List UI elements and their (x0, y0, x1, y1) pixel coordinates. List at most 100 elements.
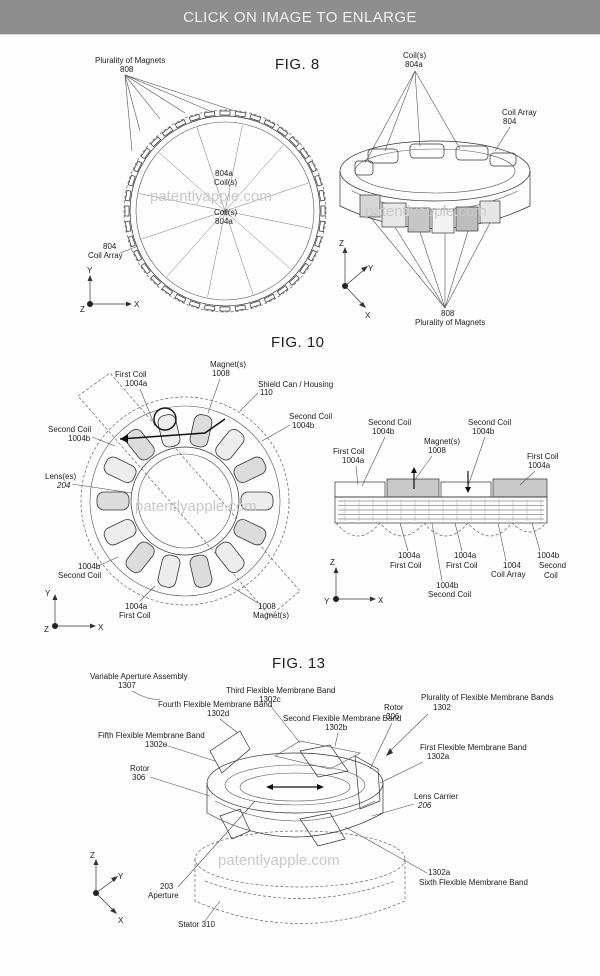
fig-10-shield-ref: 110 (260, 388, 273, 397)
magnet-segment (249, 300, 262, 309)
fig-10-r-second-coil-r-label: Second Coil (468, 418, 511, 427)
magnet-segment (318, 190, 325, 202)
fig-8-coil-label-a: Coil(s) (214, 178, 237, 187)
fig-10-r-magnets-label: Magnet(s) (424, 437, 460, 446)
spoke-line (224, 124, 243, 212)
fig-8-coil-array-right-ref: 804 (503, 117, 517, 126)
fig-13-fourth-ref: 1302d (207, 709, 229, 718)
fig-10-r-b5-label2: Coil (544, 571, 558, 580)
fig-10-r-first-coil-l-label: First Coil (333, 447, 365, 456)
magnet-segment (299, 147, 310, 160)
fig-8-magnets-leaders (124, 74, 236, 152)
magnet-segment (249, 113, 262, 122)
fig-13-sixth-label: Sixth Flexible Membrane Band (419, 878, 528, 887)
fig-10-lens-label: Lens(es) (45, 472, 76, 481)
fig-8-magnets-bottom-ref: 808 (441, 309, 455, 318)
fig-10-bm-ref: 1004a (125, 602, 148, 611)
magnet-segment (133, 160, 143, 173)
magnet-segment (150, 136, 162, 148)
fig-10-r-b1-ref: 1004a (398, 551, 421, 560)
fig-10-r-first-coil-r-label: First Coil (527, 452, 559, 461)
fig-13-variable-aperture-assembly (194, 730, 406, 924)
fig-8-coils-right-ref: 804a (405, 60, 423, 69)
magnet-segment (161, 285, 174, 296)
fig-8-axes-right: Z Y X (339, 239, 374, 320)
svg-text:Y: Y (87, 266, 93, 275)
fig-10-r-second-coil-l-label: Second Coil (368, 418, 411, 427)
fig-8-coil-ref-b: 804a (215, 217, 233, 226)
fig-10-first-coil-label: First Coil (115, 370, 147, 379)
patent-figure-sheet[interactable]: FIG. 8 patentlyapple.com Plurality of Ma… (0, 34, 600, 976)
coil-lobe (215, 429, 245, 461)
fig-8-coil-label-b: Coil(s) (214, 208, 237, 217)
spoke-line (141, 210, 226, 240)
fig-8-magnet-segments (124, 110, 326, 312)
magnet-segment (288, 136, 300, 148)
fig-13-fifth-ref: 1302e (145, 740, 168, 749)
magnet-segment (174, 119, 187, 129)
fig-8-spokes (138, 124, 312, 298)
watermark-1: patentlyapple.com (150, 188, 272, 205)
fig-8-coils-right-leaders (364, 70, 461, 164)
watermark-2: patentlyapple.com (365, 203, 487, 220)
fig-10-r-b5-label: Second (539, 561, 566, 570)
magnet-segment (204, 111, 216, 118)
fig-10-second-coil-left-label: Second Coil (48, 425, 91, 434)
fig-8-coil-array-perspective (339, 140, 531, 234)
spoke-line (158, 152, 226, 212)
fig-13-rotor-left-label: Rotor (130, 764, 150, 773)
fig-10-ring-assembly (77, 372, 301, 617)
fig-10-magnets-ref: 1008 (212, 369, 230, 378)
magnet-segment (299, 262, 310, 275)
fig-8-coil-ref-a: 804a (215, 169, 233, 178)
spoke-line (224, 210, 254, 295)
coil-lobe (103, 456, 137, 483)
magnet-segment (161, 126, 174, 137)
fig-13-first-label: First Flexible Membrane Band (420, 743, 527, 752)
magnet-segment (276, 126, 289, 137)
fig-8-coil-array-label: Coil Array (88, 251, 123, 260)
magnet-segment (127, 235, 136, 248)
fig-13-plural-ref: 1302 (433, 703, 451, 712)
fig-13-plural-label: Plurality of Flexible Membrane Bands (421, 693, 554, 702)
coil-lobe (240, 491, 274, 511)
spoke-line (138, 193, 226, 212)
svg-text:Z: Z (80, 305, 85, 314)
spoke-line (166, 210, 226, 278)
coil-lobe (189, 554, 213, 588)
svg-text:X: X (365, 311, 371, 320)
fig-10-shield-label: Shield Can / Housing (258, 380, 333, 389)
fig-10-second-coil-left-ref: 1004b (68, 434, 91, 443)
fig-10-r-second-coil-l-ref: 1004b (372, 427, 395, 436)
fig-10-r-magnets-ref: 1008 (428, 446, 446, 455)
fig-8-axes-left: Y X Z (80, 266, 140, 314)
coil-lobe (233, 456, 267, 483)
fig-10-r-b2-label: First Coil (446, 561, 478, 570)
magnet-segment (314, 235, 323, 248)
svg-text:Y: Y (118, 872, 124, 881)
patent-drawing: FIG. 8 patentlyapple.com Plurality of Ma… (44, 51, 566, 929)
fig-8-coil-array-right-label: Coil Array (502, 108, 537, 117)
coil-lobe (96, 491, 130, 511)
watermark-4: patentlyapple.com (218, 852, 340, 869)
magnet-segment (174, 293, 187, 303)
fig-10-r-first-coil-r-ref: 1004a (528, 461, 551, 470)
fig-13-lens-carrier-label: Lens Carrier (414, 792, 458, 801)
coil-lobe (189, 414, 213, 448)
fig-10-r-b1-label: First Coil (390, 561, 422, 570)
enlarge-banner[interactable]: CLICK ON IMAGE TO ENLARGE (0, 0, 600, 34)
fig-8-coil-array-ref: 804 (103, 242, 117, 251)
spoke-line (224, 182, 309, 212)
fig-10-r-b3-label: Second Coil (428, 590, 471, 599)
fig-13-lens-carrier-ref: 206 (417, 801, 432, 810)
magnet-segment (320, 205, 326, 217)
fig-13-fourth-label: Fourth Flexible Membrane Band (158, 700, 272, 709)
magnet-segment (263, 293, 276, 303)
magnet-segment (288, 274, 300, 286)
watermark-3: patentlyapple.com (135, 498, 257, 515)
fig-10-cross-section (334, 467, 548, 537)
coil-lobe (125, 541, 155, 573)
coil-lobe (103, 519, 137, 546)
svg-text:X: X (118, 916, 124, 925)
fig-13-rotor-left-ref: 306 (132, 773, 146, 782)
